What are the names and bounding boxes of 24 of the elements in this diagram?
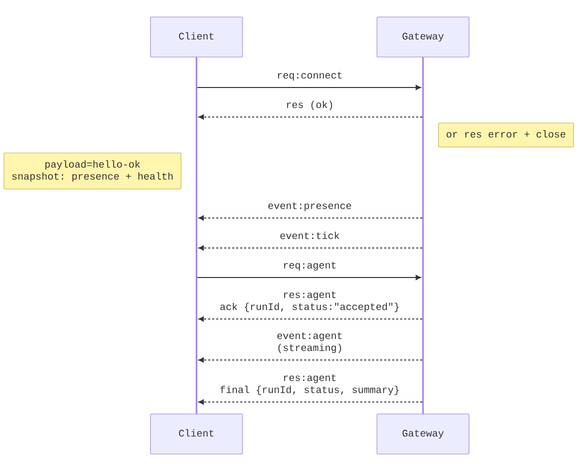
- edge-label: event:agent (streaming): [277, 332, 342, 354]
- message-arrow: [196, 274, 422, 280]
- message-arrow: [198, 245, 423, 251]
- message-arrow: [198, 316, 423, 322]
- lifeline: [422, 57, 424, 414]
- message-arrow: [196, 84, 422, 90]
- message-arrow: [198, 215, 423, 221]
- message-arrow: [198, 357, 423, 363]
- participant-box: Client: [150, 414, 243, 454]
- note-box: or res error + close: [438, 122, 574, 148]
- edge-label: event:tick: [280, 232, 340, 240]
- message-arrow: [198, 399, 423, 405]
- edge-label: req:connect: [278, 72, 342, 81]
- message-arrow: [198, 114, 423, 120]
- edge-label: req:agent: [284, 262, 336, 271]
- participant-box: Gateway: [376, 16, 470, 58]
- edge-label: res:agent final {runId, status, summary}: [220, 374, 399, 396]
- lifeline: [196, 57, 198, 414]
- participant-box: Gateway: [376, 414, 470, 454]
- edge-label: event:presence: [268, 202, 352, 212]
- edge-label: res:agent ack {runId, status:"accepted"}: [220, 291, 399, 312]
- participant-box: Client: [150, 16, 243, 58]
- note-box: payload=hello-ok snapshot: presence + health: [4, 152, 182, 190]
- edge-label: res (ok): [286, 100, 332, 110]
